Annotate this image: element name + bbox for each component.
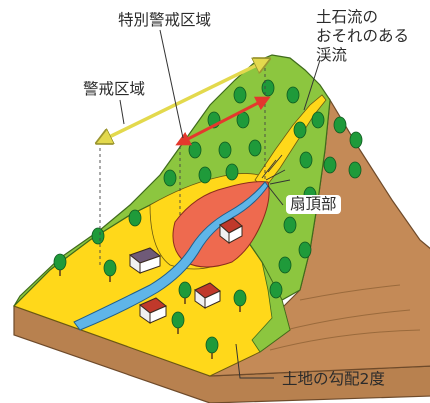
debris-stream-label-line3: 渓流	[316, 46, 348, 64]
debris-stream-label: 土石流の おそれのある 渓流	[316, 8, 409, 65]
slope-strip	[251, 261, 291, 353]
slope-gradient-label: 土地の勾配2度	[282, 370, 385, 388]
special-zone-arrow	[175, 96, 271, 146]
fan-apex-label: 扇頂部	[286, 195, 341, 214]
warning-zone-label: 警戒区域	[83, 80, 146, 98]
houses	[128, 217, 243, 324]
house-2	[219, 217, 243, 245]
house-3	[139, 297, 167, 324]
debris-stream-label-line2: おそれのある	[316, 27, 410, 45]
leader-lines	[119, 29, 321, 379]
house-4	[194, 282, 221, 309]
house-1	[128, 247, 162, 274]
debris-lines	[261, 154, 291, 185]
debris-stream-label-line1: 土石流の	[316, 8, 379, 26]
special-zone-label: 特別警戒区域	[118, 11, 212, 29]
tree-trunks	[59, 270, 241, 359]
